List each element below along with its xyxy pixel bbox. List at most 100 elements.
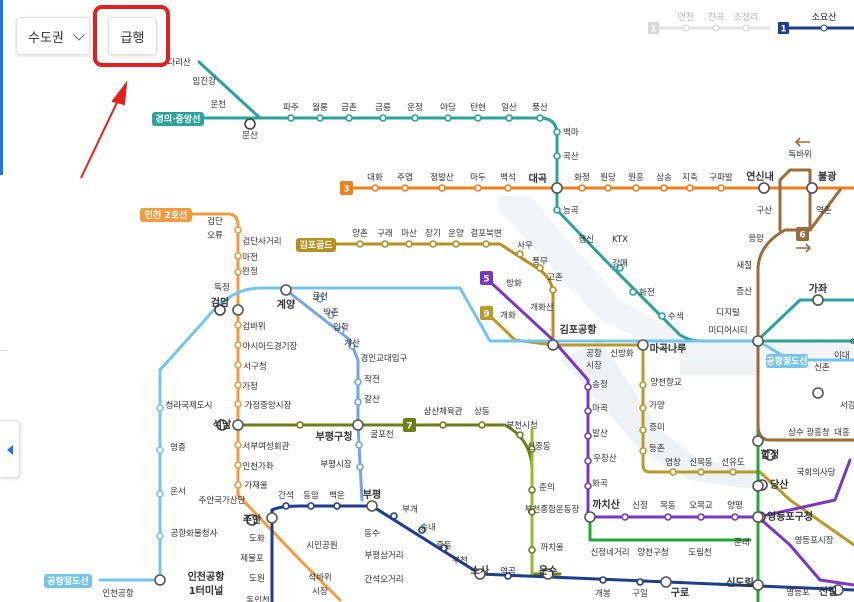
station-node[interactable]: [354, 378, 362, 386]
transfer-station-node[interactable]: [154, 574, 166, 586]
station-node[interactable]: [333, 502, 341, 510]
express-button[interactable]: 급행: [108, 17, 157, 55]
station-node[interactable]: [584, 383, 592, 391]
station-node[interactable]: [348, 342, 356, 350]
station-node[interactable]: [482, 240, 490, 248]
station-node[interactable]: [307, 502, 315, 510]
station-node[interactable]: [234, 481, 242, 489]
station-node[interactable]: [536, 114, 544, 122]
transfer-station-node[interactable]: [244, 118, 256, 130]
station-node[interactable]: [729, 468, 737, 476]
station-node[interactable]: [156, 532, 164, 540]
station-node[interactable]: [536, 264, 544, 272]
station-node[interactable]: [390, 512, 398, 520]
transfer-station-node[interactable]: [752, 579, 764, 591]
transfer-station-node[interactable]: [812, 294, 824, 306]
transfer-station-node[interactable]: [216, 419, 228, 431]
station-node[interactable]: [287, 114, 295, 122]
station-node[interactable]: [316, 114, 324, 122]
station-node[interactable]: [234, 321, 242, 329]
station-node[interactable]: [549, 286, 557, 294]
transfer-station-node[interactable]: [758, 182, 770, 194]
station-node[interactable]: [504, 184, 512, 192]
station-node[interactable]: [639, 381, 647, 389]
station-node[interactable]: [578, 184, 586, 192]
transfer-station-node[interactable]: [806, 182, 818, 194]
station-node[interactable]: [584, 457, 592, 465]
transfer-station-node[interactable]: [542, 568, 554, 580]
region-selector[interactable]: 수도권: [16, 17, 90, 55]
station-node[interactable]: [528, 546, 536, 554]
station-node[interactable]: [516, 431, 524, 439]
transfer-station-node[interactable]: [232, 419, 244, 431]
station-node[interactable]: [234, 461, 242, 469]
station-node[interactable]: [697, 513, 705, 521]
station-node[interactable]: [411, 114, 419, 122]
station-node[interactable]: [282, 502, 290, 510]
station-node[interactable]: [234, 400, 242, 408]
station-node[interactable]: [669, 468, 677, 476]
station-node[interactable]: [636, 578, 644, 586]
station-node[interactable]: [528, 508, 536, 516]
transfer-station-node[interactable]: [246, 514, 258, 526]
station-node[interactable]: [234, 361, 242, 369]
transfer-station-node[interactable]: [547, 339, 559, 351]
station-node[interactable]: [717, 184, 725, 192]
station-node[interactable]: [664, 513, 672, 521]
station-node[interactable]: [381, 240, 389, 248]
transfer-station-node[interactable]: [752, 435, 764, 447]
station-node[interactable]: [355, 441, 363, 449]
station-node[interactable]: [639, 426, 647, 434]
station-node[interactable]: [379, 114, 387, 122]
station-node[interactable]: [584, 407, 592, 415]
station-node[interactable]: [599, 576, 607, 584]
station-node[interactable]: [418, 526, 426, 534]
transfer-station-node[interactable]: [637, 339, 649, 351]
station-node[interactable]: [440, 544, 448, 552]
transfer-station-node[interactable]: [232, 304, 244, 316]
station-node[interactable]: [697, 468, 705, 476]
station-node[interactable]: [528, 445, 536, 453]
station-node[interactable]: [356, 240, 364, 248]
transfer-station-node[interactable]: [280, 284, 292, 296]
station-node[interactable]: [156, 404, 164, 412]
station-node[interactable]: [337, 326, 345, 334]
station-node[interactable]: [584, 432, 592, 440]
station-node[interactable]: [553, 152, 561, 160]
station-node[interactable]: [474, 184, 482, 192]
transfer-station-node[interactable]: [752, 480, 764, 492]
station-node[interactable]: [632, 184, 640, 192]
station-node[interactable]: [156, 490, 164, 498]
station-node[interactable]: [401, 184, 409, 192]
station-node[interactable]: [731, 513, 739, 521]
station-node[interactable]: [553, 128, 561, 136]
station-node[interactable]: [528, 486, 536, 494]
station-node[interactable]: [444, 114, 452, 122]
station-node[interactable]: [686, 184, 694, 192]
transfer-station-node[interactable]: [752, 335, 764, 347]
station-node[interactable]: [429, 240, 437, 248]
transfer-station-node[interactable]: [214, 304, 226, 316]
station-node[interactable]: [504, 572, 512, 580]
station-node[interactable]: [438, 184, 446, 192]
transfer-station-node[interactable]: [352, 419, 364, 431]
station-node[interactable]: [156, 446, 164, 454]
station-node[interactable]: [327, 311, 335, 319]
transfer-station-node[interactable]: [660, 576, 672, 588]
station-node[interactable]: [316, 295, 324, 303]
station-node[interactable]: [658, 312, 666, 320]
transfer-station-node[interactable]: [584, 511, 596, 523]
transfer-station-node[interactable]: [812, 387, 824, 399]
station-node[interactable]: [621, 513, 629, 521]
station-node[interactable]: [345, 114, 353, 122]
station-node[interactable]: [296, 421, 304, 429]
transfer-station-node[interactable]: [366, 500, 378, 512]
station-node[interactable]: [234, 441, 242, 449]
station-node[interactable]: [553, 206, 561, 214]
station-node[interactable]: [234, 226, 242, 234]
station-node[interactable]: [452, 240, 460, 248]
station-node[interactable]: [584, 482, 592, 490]
station-node[interactable]: [234, 268, 242, 276]
transfer-station-node[interactable]: [551, 182, 563, 194]
